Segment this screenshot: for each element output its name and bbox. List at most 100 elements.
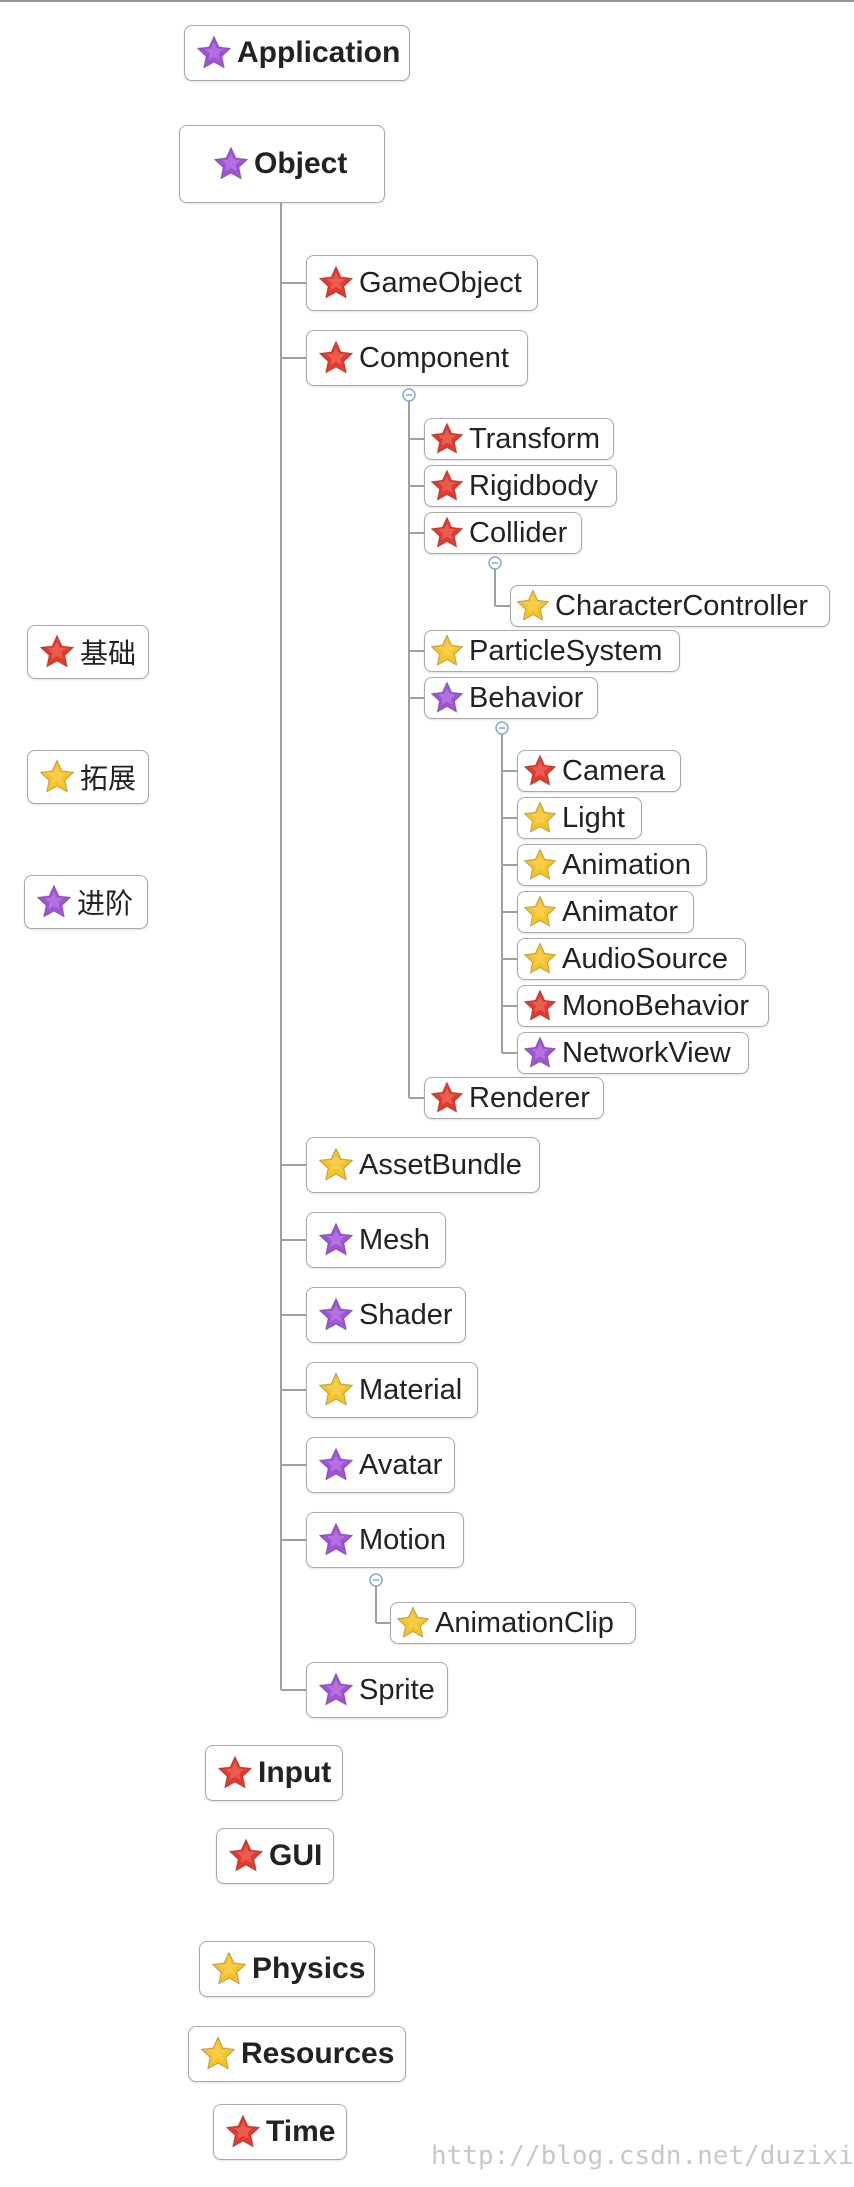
node-label: ParticleSystem <box>469 634 663 667</box>
node-animation[interactable]: Animation <box>517 844 707 886</box>
star-red-icon <box>429 421 465 457</box>
node-resources[interactable]: Resources <box>188 2026 406 2082</box>
node-label: Collider <box>469 516 568 549</box>
star-yellow-icon <box>199 2035 237 2073</box>
star-yellow-icon <box>210 1950 248 1988</box>
star-purple-icon <box>317 1671 355 1709</box>
node-animator[interactable]: Animator <box>517 891 694 933</box>
node-label: Behavior <box>469 681 584 714</box>
star-red-icon <box>227 1837 265 1875</box>
node-charactercontroller[interactable]: CharacterController <box>510 585 830 627</box>
node-label: Physics <box>252 1952 366 1985</box>
node-assetbundle[interactable]: AssetBundle <box>306 1137 540 1193</box>
node-label: Object <box>254 147 348 180</box>
node-shader[interactable]: Shader <box>306 1287 466 1343</box>
node-label: Resources <box>241 2037 395 2070</box>
node-label: Sprite <box>359 1673 435 1706</box>
node-label: Light <box>562 801 625 834</box>
node-component[interactable]: Component <box>306 330 528 386</box>
star-red-icon <box>224 2113 262 2151</box>
node-label: 基础 <box>80 638 137 669</box>
node-label: Shader <box>359 1298 453 1331</box>
node-label: Mesh <box>359 1223 430 1256</box>
node-label: Application <box>237 36 401 69</box>
star-purple-icon <box>317 1521 355 1559</box>
star-yellow-icon <box>522 894 558 930</box>
node-label: 进阶 <box>77 888 134 919</box>
node-label: Component <box>359 341 509 374</box>
node-animationclip[interactable]: AnimationClip <box>390 1602 636 1644</box>
node-collider[interactable]: Collider <box>424 512 582 554</box>
star-yellow-icon <box>38 758 76 796</box>
star-yellow-icon <box>515 588 551 624</box>
node-label: Rigidbody <box>469 469 598 502</box>
node-mesh[interactable]: Mesh <box>306 1212 446 1268</box>
node-label: Transform <box>469 422 601 455</box>
node-label: 拓展 <box>80 763 137 794</box>
node-time[interactable]: Time <box>213 2104 347 2160</box>
star-purple-icon <box>522 1035 558 1071</box>
node-label: Renderer <box>469 1081 590 1114</box>
node-light[interactable]: Light <box>517 797 642 839</box>
star-red-icon <box>38 633 76 671</box>
node-label: Animator <box>562 895 679 928</box>
node-label: Animation <box>562 848 691 881</box>
node-networkview[interactable]: NetworkView <box>517 1032 749 1074</box>
star-purple-icon <box>429 680 465 716</box>
node-rigidbody[interactable]: Rigidbody <box>424 465 617 507</box>
node-label: Motion <box>359 1523 447 1556</box>
node-material[interactable]: Material <box>306 1362 478 1418</box>
node-label: Input <box>258 1756 332 1789</box>
star-purple-icon <box>35 883 73 921</box>
node-avatar[interactable]: Avatar <box>306 1437 455 1493</box>
node-motion[interactable]: Motion <box>306 1512 464 1568</box>
node-gui[interactable]: GUI <box>216 1828 334 1884</box>
star-yellow-icon <box>522 847 558 883</box>
top-border <box>0 0 854 2</box>
node-label: MonoBehavior <box>562 989 749 1022</box>
star-yellow-icon <box>317 1146 355 1184</box>
star-purple-icon <box>317 1446 355 1484</box>
star-red-icon <box>216 1754 254 1792</box>
node-application[interactable]: Application <box>184 25 410 81</box>
star-purple-icon <box>212 145 250 183</box>
legend-item-2[interactable]: 进阶 <box>24 875 148 929</box>
star-red-icon <box>522 753 558 789</box>
star-yellow-icon <box>317 1371 355 1409</box>
watermark: http://blog.csdn.net/duzixi <box>431 2141 854 2171</box>
node-label: Time <box>266 2115 336 2148</box>
node-label: AssetBundle <box>359 1148 522 1181</box>
star-red-icon <box>429 515 465 551</box>
star-yellow-icon <box>522 941 558 977</box>
node-behavior[interactable]: Behavior <box>424 677 598 719</box>
star-yellow-icon <box>395 1605 431 1641</box>
star-red-icon <box>317 339 355 377</box>
node-camera[interactable]: Camera <box>517 750 681 792</box>
star-yellow-icon <box>429 633 465 669</box>
node-input[interactable]: Input <box>205 1745 343 1801</box>
node-transform[interactable]: Transform <box>424 418 614 460</box>
node-physics[interactable]: Physics <box>199 1941 375 1997</box>
node-audiosource[interactable]: AudioSource <box>517 938 746 980</box>
node-particlesystem[interactable]: ParticleSystem <box>424 630 680 672</box>
star-purple-icon <box>317 1221 355 1259</box>
node-gameobject[interactable]: GameObject <box>306 255 538 311</box>
node-label: Camera <box>562 754 666 787</box>
node-object[interactable]: Object <box>179 125 385 203</box>
legend-item-0[interactable]: 基础 <box>27 625 149 679</box>
star-red-icon <box>429 468 465 504</box>
legend-item-1[interactable]: 拓展 <box>27 750 149 804</box>
star-red-icon <box>522 988 558 1024</box>
star-purple-icon <box>195 34 233 72</box>
star-purple-icon <box>317 1296 355 1334</box>
node-label: GameObject <box>359 266 522 299</box>
node-label: NetworkView <box>562 1036 731 1069</box>
node-label: GUI <box>269 1839 323 1872</box>
node-label: CharacterController <box>555 589 809 622</box>
node-label: AudioSource <box>562 942 729 975</box>
node-sprite[interactable]: Sprite <box>306 1662 448 1718</box>
node-monobehavior[interactable]: MonoBehavior <box>517 985 769 1027</box>
node-renderer[interactable]: Renderer <box>424 1077 604 1119</box>
node-label: AnimationClip <box>435 1606 614 1639</box>
